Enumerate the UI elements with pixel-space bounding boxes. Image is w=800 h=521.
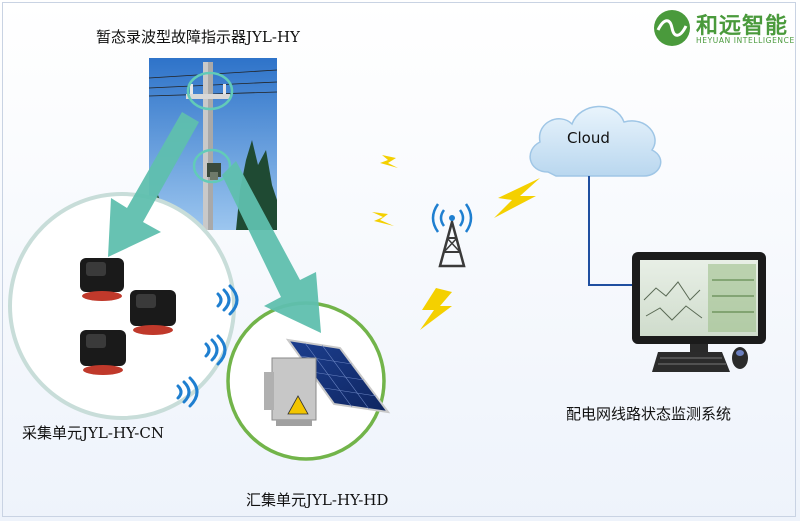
logo-name-cn: 和远智能 bbox=[696, 14, 789, 39]
network-line bbox=[588, 176, 633, 286]
pole-photo bbox=[148, 58, 278, 230]
wifi-signal-icon bbox=[204, 334, 227, 366]
collector-device bbox=[80, 330, 126, 375]
wifi-signal-icon bbox=[176, 376, 199, 408]
concentrator-unit-label: 汇集单元JYL-HY-HD bbox=[246, 491, 389, 509]
lightning-bolt-icon bbox=[372, 212, 394, 226]
monitoring-system-label: 配电网线路状态监测系统 bbox=[566, 405, 732, 423]
concentrator-device bbox=[264, 338, 391, 426]
collector-unit-ring bbox=[8, 192, 236, 420]
monitor-icon bbox=[632, 252, 766, 352]
arrow-to-collector bbox=[108, 112, 199, 257]
collector-unit-label: 采集单元JYL-HY-CN bbox=[22, 424, 164, 442]
lightning-bolt-icon bbox=[494, 178, 540, 218]
arrow-to-concentrator bbox=[222, 161, 321, 333]
cloud-label: Cloud bbox=[567, 129, 610, 147]
lightning-bolt-icon bbox=[380, 155, 398, 168]
device-title: 暂态录波型故障指示器JYL-HY bbox=[96, 28, 300, 46]
lightning-bolt-icon bbox=[420, 288, 452, 330]
wifi-signal-icon bbox=[216, 284, 239, 316]
cloud-icon bbox=[529, 105, 662, 177]
collector-device bbox=[80, 258, 124, 301]
cell-tower-icon bbox=[431, 203, 473, 268]
collector-device bbox=[130, 290, 176, 335]
company-logo: 和远智能 HEYUAN INTELLIGENCE bbox=[650, 6, 795, 50]
logo-mark-icon bbox=[654, 10, 690, 46]
logo-name-en: HEYUAN INTELLIGENCE bbox=[696, 36, 795, 45]
keyboard-icon bbox=[652, 352, 730, 372]
mouse-icon bbox=[732, 347, 748, 369]
